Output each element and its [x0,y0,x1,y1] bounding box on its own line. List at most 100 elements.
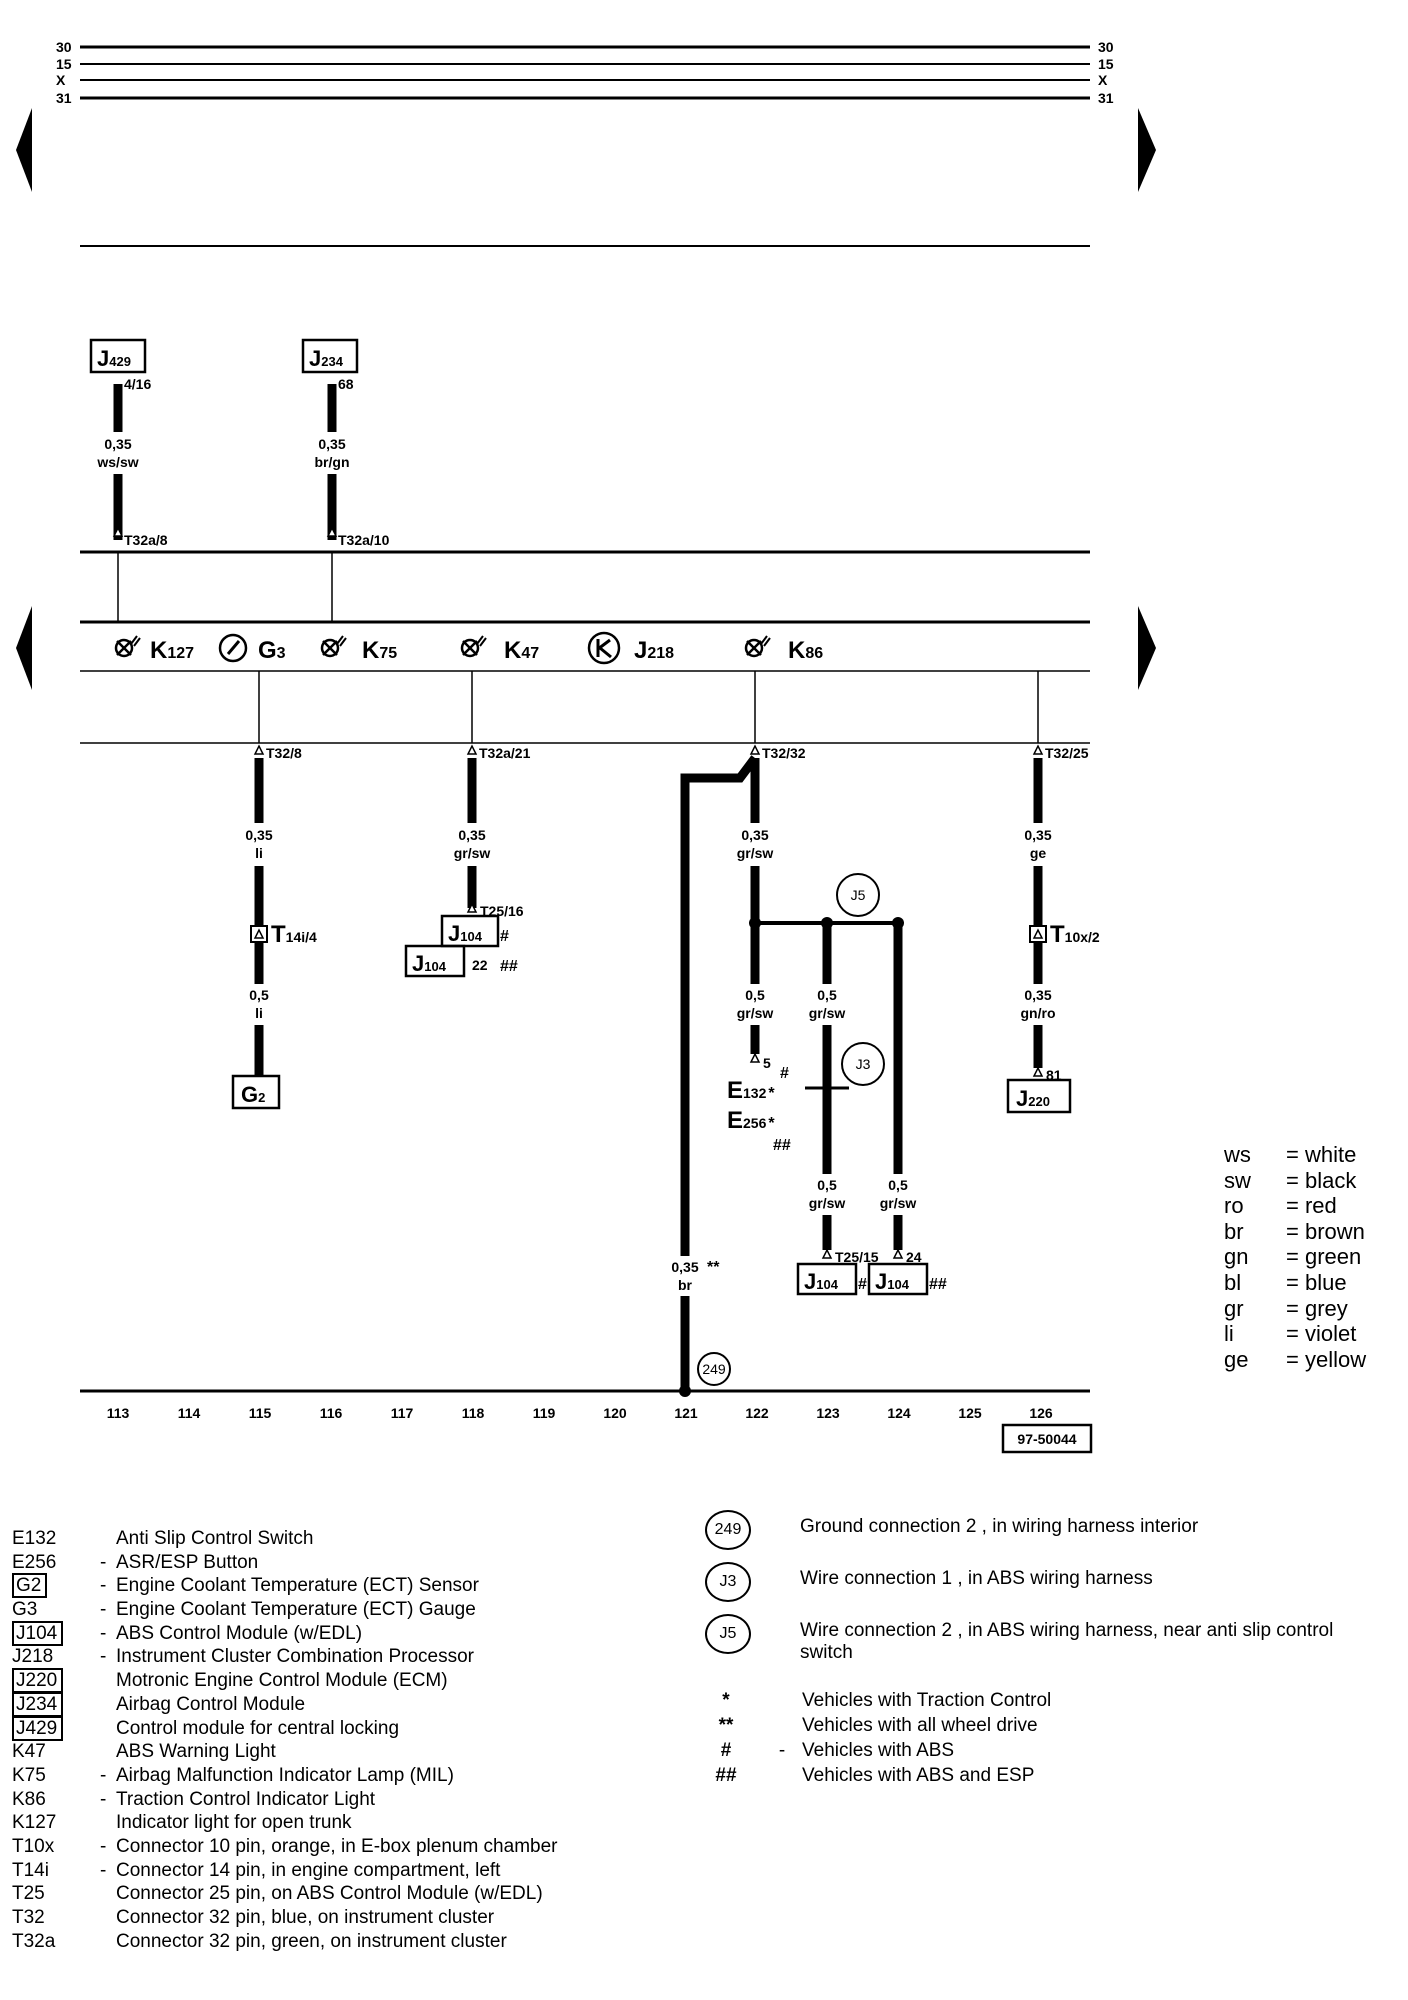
color-name: = grey [1286,1295,1348,1321]
pin-label: T32/8 [266,745,302,761]
connection-legend-item: J3 Wire connection 1 , in ABS wiring harn… [690,1562,1153,1614]
awd-mark: ** [707,1259,720,1276]
legend-text: Vehicles with ABS and ESP [802,1765,1035,1786]
component-j220: J220 [1006,1078,1072,1114]
wire-color: ws/sw [96,454,138,470]
pin-label: T32a/21 [479,745,531,761]
symbol-legend-item: **Vehicles with all wheel drive [690,1715,1051,1740]
legend-dash: - [100,1622,107,1644]
legend-text: Airbag Control Module [116,1693,306,1715]
legend-code: T32 [12,1907,45,1928]
nav-arrow-right-icon[interactable] [1138,606,1156,690]
wire-color: ge [1030,845,1047,861]
legend-dash: - [100,1646,107,1668]
column-number: 124 [887,1405,911,1421]
wire-size: 0,35 [1024,827,1051,843]
legend-symbol: # [720,1740,732,1761]
column-number: 116 [320,1405,343,1421]
symbol-legend-item: ## Vehicles with ABS and ESP [690,1765,1051,1790]
wire-color: li [255,1005,263,1021]
color-code: br [1224,1218,1244,1244]
pin-label: 4/16 [124,376,151,392]
color-code: li [1224,1321,1234,1347]
color-name: = green [1286,1244,1362,1270]
legend-text: Instrument Cluster Combination Processor [116,1646,474,1668]
connector-arrow-icon [253,744,265,755]
column-number: 121 [674,1405,698,1421]
warning-lamp-icon [460,635,487,658]
column-number: 120 [603,1405,627,1421]
abs-mark: # [780,1065,789,1082]
component-j429: J429 [89,338,147,374]
legend-code: J220 [12,1668,64,1694]
svg-text:J3: J3 [856,1056,871,1072]
svg-text:J104: J104 [412,951,447,976]
ground-dot [679,1385,691,1397]
legend-code: T10x [12,1835,55,1857]
legend-text: ABS Control Module (w/EDL) [116,1622,363,1644]
wire-color: br [678,1277,693,1293]
connector-arrow-icon [112,526,124,537]
legend-text: Connector 10 pin, orange, in E-box plenu… [116,1835,558,1857]
bus-label-x-left: X [56,72,66,88]
connector-arrow-icon [749,744,761,755]
legend-code: J104 [12,1620,64,1646]
bus-label-30-left: 30 [56,39,72,55]
color-code: ge [1224,1346,1249,1372]
color-legend-item: li= violet [1224,1321,1366,1347]
legend-dash: - [100,1788,107,1810]
figure-id: 97-50044 [1001,1423,1093,1454]
abs-esp-mark: ## [773,1137,791,1154]
cluster-label-j218: J218 [634,637,674,664]
legend-text: ABS Warning Light [116,1741,276,1763]
bus-label-x-right: X [1098,72,1108,88]
wire-size: 0,35 [1024,987,1051,1003]
legend-text: Vehicles with ABS [802,1740,955,1761]
wire-size: 0,5 [888,1177,908,1193]
legend-item: J104 -ABS Control Module (w/EDL) [10,1620,557,1646]
switch-label-e132: E132* [727,1077,775,1104]
wiring-diagram: 30 30 15 15 X X 31 31 J429 J234 4/16 68 … [16,39,1156,1454]
bus-bars: 30 30 15 15 X X 31 31 [56,39,1114,106]
wire-color: gr/sw [454,845,491,861]
pin-label: T32/25 [1045,745,1089,761]
column-number: 115 [249,1405,272,1421]
cluster-label-g3: G3 [258,637,286,664]
legend-code: T25 [12,1883,45,1905]
legend-symbol: ## [715,1765,737,1786]
legend-text: Vehicles with all wheel drive [802,1715,1038,1736]
nav-arrow-left-icon[interactable] [16,108,32,192]
legend-dash: - [100,1859,107,1881]
legend-dash: - [100,1551,107,1573]
legend-text: Ground connection 2 , in wiring harness … [800,1516,1199,1537]
wire-color: br/gn [315,454,350,470]
nav-arrow-left-icon[interactable] [16,606,32,690]
connection-symbol: J3 [705,1562,751,1602]
switch-label-e256: E256* [727,1107,775,1134]
nav-arrow-right-icon[interactable] [1138,108,1156,192]
symbol-legend-item: #-Vehicles with ABS [690,1740,1051,1765]
legend-item: K86-Traction Control Indicator Light [10,1788,557,1812]
color-name: = blue [1286,1269,1347,1295]
wire-size: 0,35 [741,827,768,843]
column-number: 113 [107,1405,130,1421]
svg-text:J104: J104 [448,921,483,946]
legend-text: Airbag Malfunction Indicator Lamp (MIL) [116,1764,454,1786]
connector-t10x: T10x/2 [1029,921,1100,948]
wire-color: gn/ro [1021,1005,1056,1021]
bus-label-15-right: 15 [1098,56,1114,72]
legend-text: Wire connection 1 , in ABS wiring harnes… [800,1568,1153,1589]
warning-lamp-icon [320,635,347,658]
component-j104: J104 [404,944,466,978]
pin-label: T25/15 [835,1249,879,1265]
connection-symbol: 249 [705,1510,751,1550]
pin-label: T32a/10 [338,532,390,548]
legend-code: J234 [12,1691,64,1717]
color-legend-item: ge= yellow [1224,1347,1366,1373]
